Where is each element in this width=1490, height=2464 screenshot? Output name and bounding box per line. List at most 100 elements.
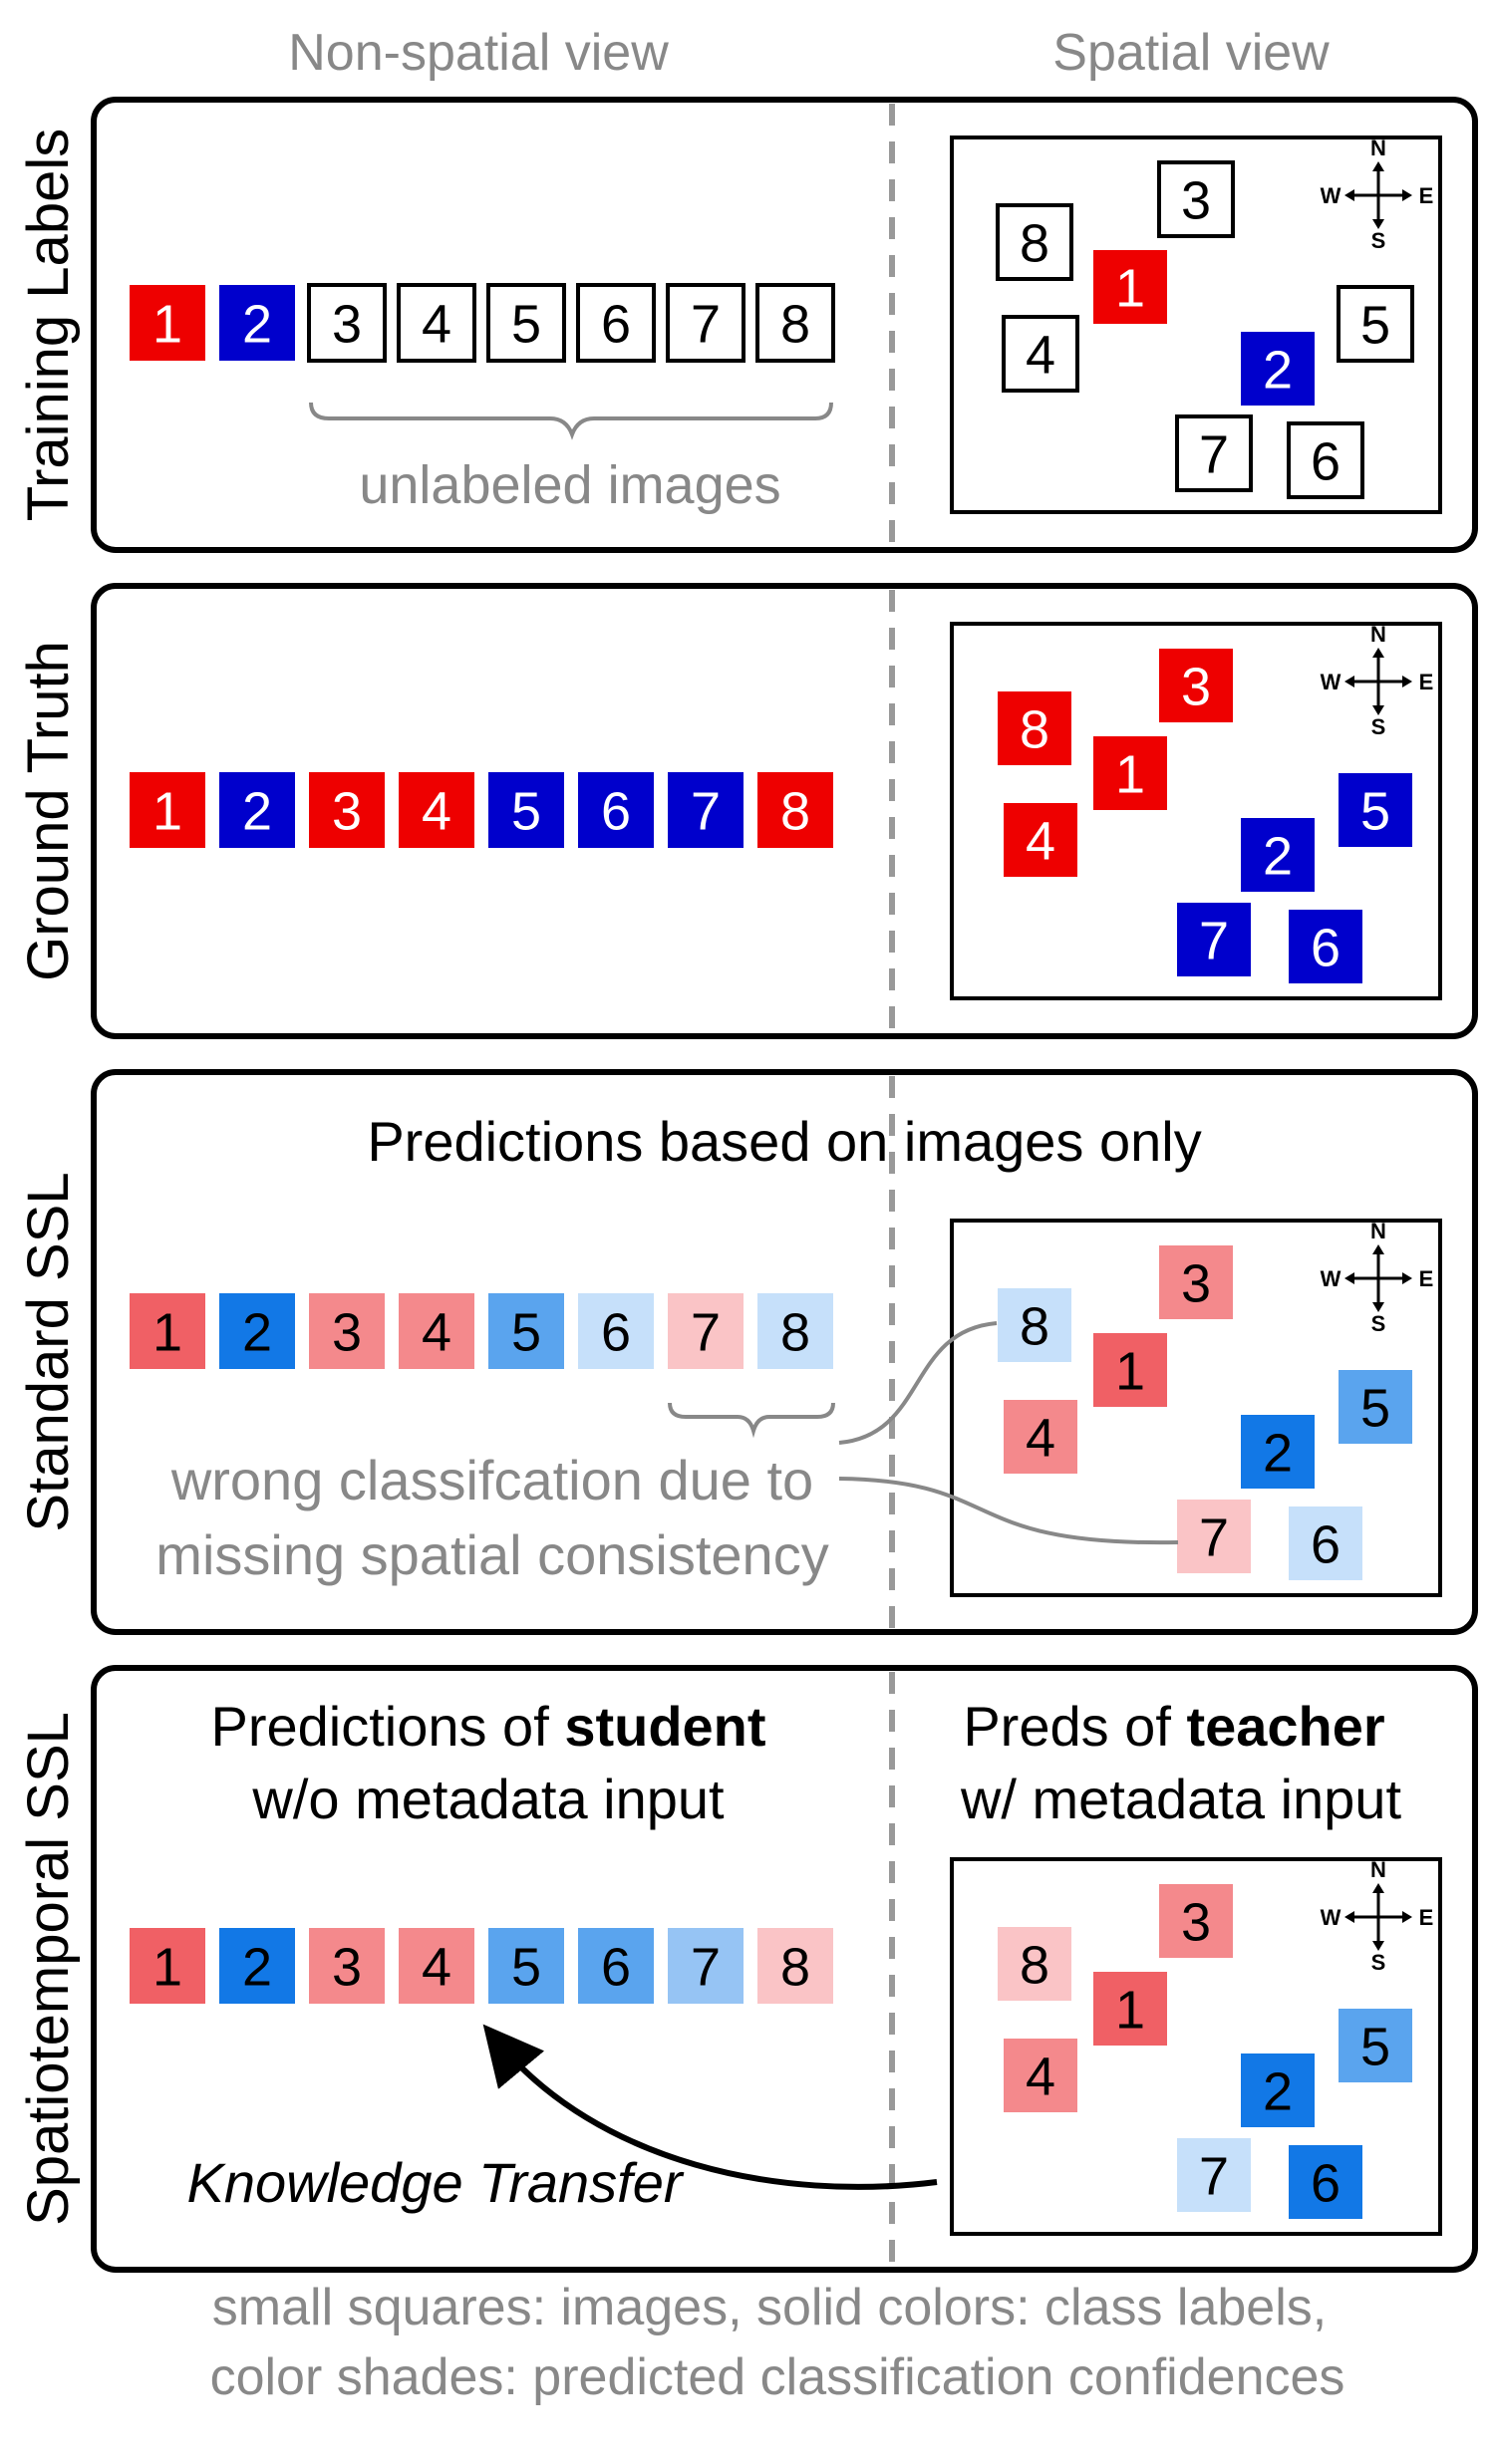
map-training-square-4: 4 [1002, 315, 1079, 393]
map-training-square-6-box [1287, 421, 1364, 499]
row-training-square-5-number: 5 [511, 294, 541, 354]
row-training-square-3-number: 3 [332, 294, 362, 354]
map-groundtruth-square-7-box [1177, 903, 1251, 976]
compass-n: N [1370, 622, 1386, 647]
panel-groundtruth [91, 583, 1478, 1039]
map-standard-square-3: 3 [1159, 1245, 1233, 1319]
row-training-square-4-box [397, 283, 476, 363]
compass-s: S [1371, 228, 1386, 253]
row-training-square-8: 8 [755, 283, 835, 363]
row-groundtruth-square-2-number: 2 [242, 781, 272, 841]
map-groundtruth-square-5: 5 [1339, 773, 1412, 847]
map-training-square-7-box [1175, 414, 1253, 492]
map-training-square-5-box [1337, 285, 1414, 363]
map-spatiotemporal-square-5: 5 [1339, 2009, 1412, 2082]
map-spatiotemporal-square-4: 4 [1004, 2039, 1077, 2112]
row-training-square-2: 2 [219, 285, 295, 361]
row-spatiotemporal-square-6: 6 [578, 1928, 654, 2004]
row-standard-square-2: 2 [219, 1293, 295, 1369]
panel-training [91, 97, 1478, 553]
map-spatiotemporal-square-3-number: 3 [1181, 1892, 1211, 1952]
map-spatiotemporal-square-5-number: 5 [1360, 2017, 1390, 2076]
row-spatiotemporal-square-1-box [130, 1928, 205, 2004]
row-training-square-7: 7 [666, 283, 745, 363]
map-groundtruth-square-2-box [1241, 818, 1315, 892]
map-standard-square-5-number: 5 [1360, 1378, 1390, 1438]
map-groundtruth-square-2: 2 [1241, 818, 1315, 892]
map-training-square-6-number: 6 [1311, 431, 1341, 491]
map-training-square-5: 5 [1337, 285, 1414, 363]
map-spatiotemporal-square-8-box [998, 1927, 1071, 2001]
map-standard-square-6: 6 [1289, 1506, 1362, 1580]
row-spatiotemporal-square-4-number: 4 [422, 1937, 451, 1997]
row-training-square-6-number: 6 [601, 294, 631, 354]
row-groundtruth-square-6: 6 [578, 772, 654, 848]
map-training-square-1: 1 [1093, 250, 1167, 324]
row-label-training: Training Labels [16, 129, 81, 521]
row-spatiotemporal-square-5: 5 [488, 1928, 564, 2004]
title-standard: Predictions based on images only [367, 1110, 1201, 1173]
map-groundtruth-square-4-number: 4 [1026, 811, 1055, 871]
map-groundtruth-square-1: 1 [1093, 736, 1167, 810]
brace-wrong [668, 1402, 835, 1439]
row-standard-square-4-box [399, 1293, 474, 1369]
header-non-spatial: Non-spatial view [288, 24, 669, 82]
row-spatiotemporal-square-3-box [309, 1928, 385, 2004]
row-standard-square-7-number: 7 [691, 1302, 721, 1362]
row-spatiotemporal-square-8-box [757, 1928, 833, 2004]
map-training-square-2-number: 2 [1263, 340, 1293, 400]
compass-e: E [1419, 670, 1434, 694]
row-training-square-1-box [130, 285, 205, 361]
row-spatiotemporal-square-8-number: 8 [780, 1937, 810, 1997]
row-training-square-1-number: 1 [152, 294, 182, 354]
row-standard-square-1-box [130, 1293, 205, 1369]
row-training-square-3: 3 [307, 283, 387, 363]
map-spatiotemporal-square-7-box [1177, 2138, 1251, 2212]
map-standard-square-8-number: 8 [1020, 1296, 1049, 1356]
row-spatiotemporal-square-3-number: 3 [332, 1937, 362, 1997]
compass-w: W [1321, 183, 1341, 208]
map-groundtruth-square-8-box [998, 691, 1071, 765]
panel-spatiotemporal [91, 1665, 1478, 2273]
map-spatiotemporal-square-6-number: 6 [1311, 2153, 1341, 2213]
row-training-square-4: 4 [397, 283, 476, 363]
row-spatiotemporal-square-4: 4 [399, 1928, 474, 2004]
map-standard-square-1-number: 1 [1115, 1341, 1145, 1401]
row-groundtruth-square-1-number: 1 [152, 781, 182, 841]
map-training-square-1-number: 1 [1115, 258, 1145, 318]
row-standard-square-7: 7 [668, 1293, 744, 1369]
map-spatiotemporal-square-3-box [1159, 1884, 1233, 1958]
row-standard-square-2-box [219, 1293, 295, 1369]
row-standard-square-5-number: 5 [511, 1302, 541, 1362]
map-spatiotemporal-square-1-number: 1 [1115, 1980, 1145, 2040]
row-training-square-6-box [576, 283, 656, 363]
map-spatiotemporal-square-2: 2 [1241, 2053, 1315, 2127]
compass-n: N [1370, 136, 1386, 160]
row-training-square-4-number: 4 [422, 294, 451, 354]
map-standard-square-4-number: 4 [1026, 1408, 1055, 1468]
map-groundtruth-square-6: 6 [1289, 910, 1362, 983]
row-label-groundtruth: Ground Truth [16, 641, 81, 981]
map-standard-square-5-box [1339, 1370, 1412, 1444]
row-standard-square-3-number: 3 [332, 1302, 362, 1362]
row-groundtruth-square-2-box [219, 772, 295, 848]
row-groundtruth-square-1: 1 [130, 772, 205, 848]
row-spatiotemporal-square-5-box [488, 1928, 564, 2004]
row-standard-square-7-box [668, 1293, 744, 1369]
map-training-square-7-number: 7 [1199, 424, 1229, 484]
compass-w: W [1321, 1905, 1341, 1930]
row-training-square-5-box [486, 283, 566, 363]
row-label-standard: Standard SSL [16, 1172, 81, 1531]
row-spatiotemporal-square-6-number: 6 [601, 1937, 631, 1997]
map-training-square-8-number: 8 [1020, 213, 1049, 273]
map-training-square-3: 3 [1157, 160, 1235, 238]
map-standard-square-7: 7 [1177, 1500, 1251, 1573]
map-groundtruth-square-8: 8 [998, 691, 1071, 765]
row-spatiotemporal-square-5-number: 5 [511, 1937, 541, 1997]
row-groundtruth-square-8: 8 [757, 772, 833, 848]
